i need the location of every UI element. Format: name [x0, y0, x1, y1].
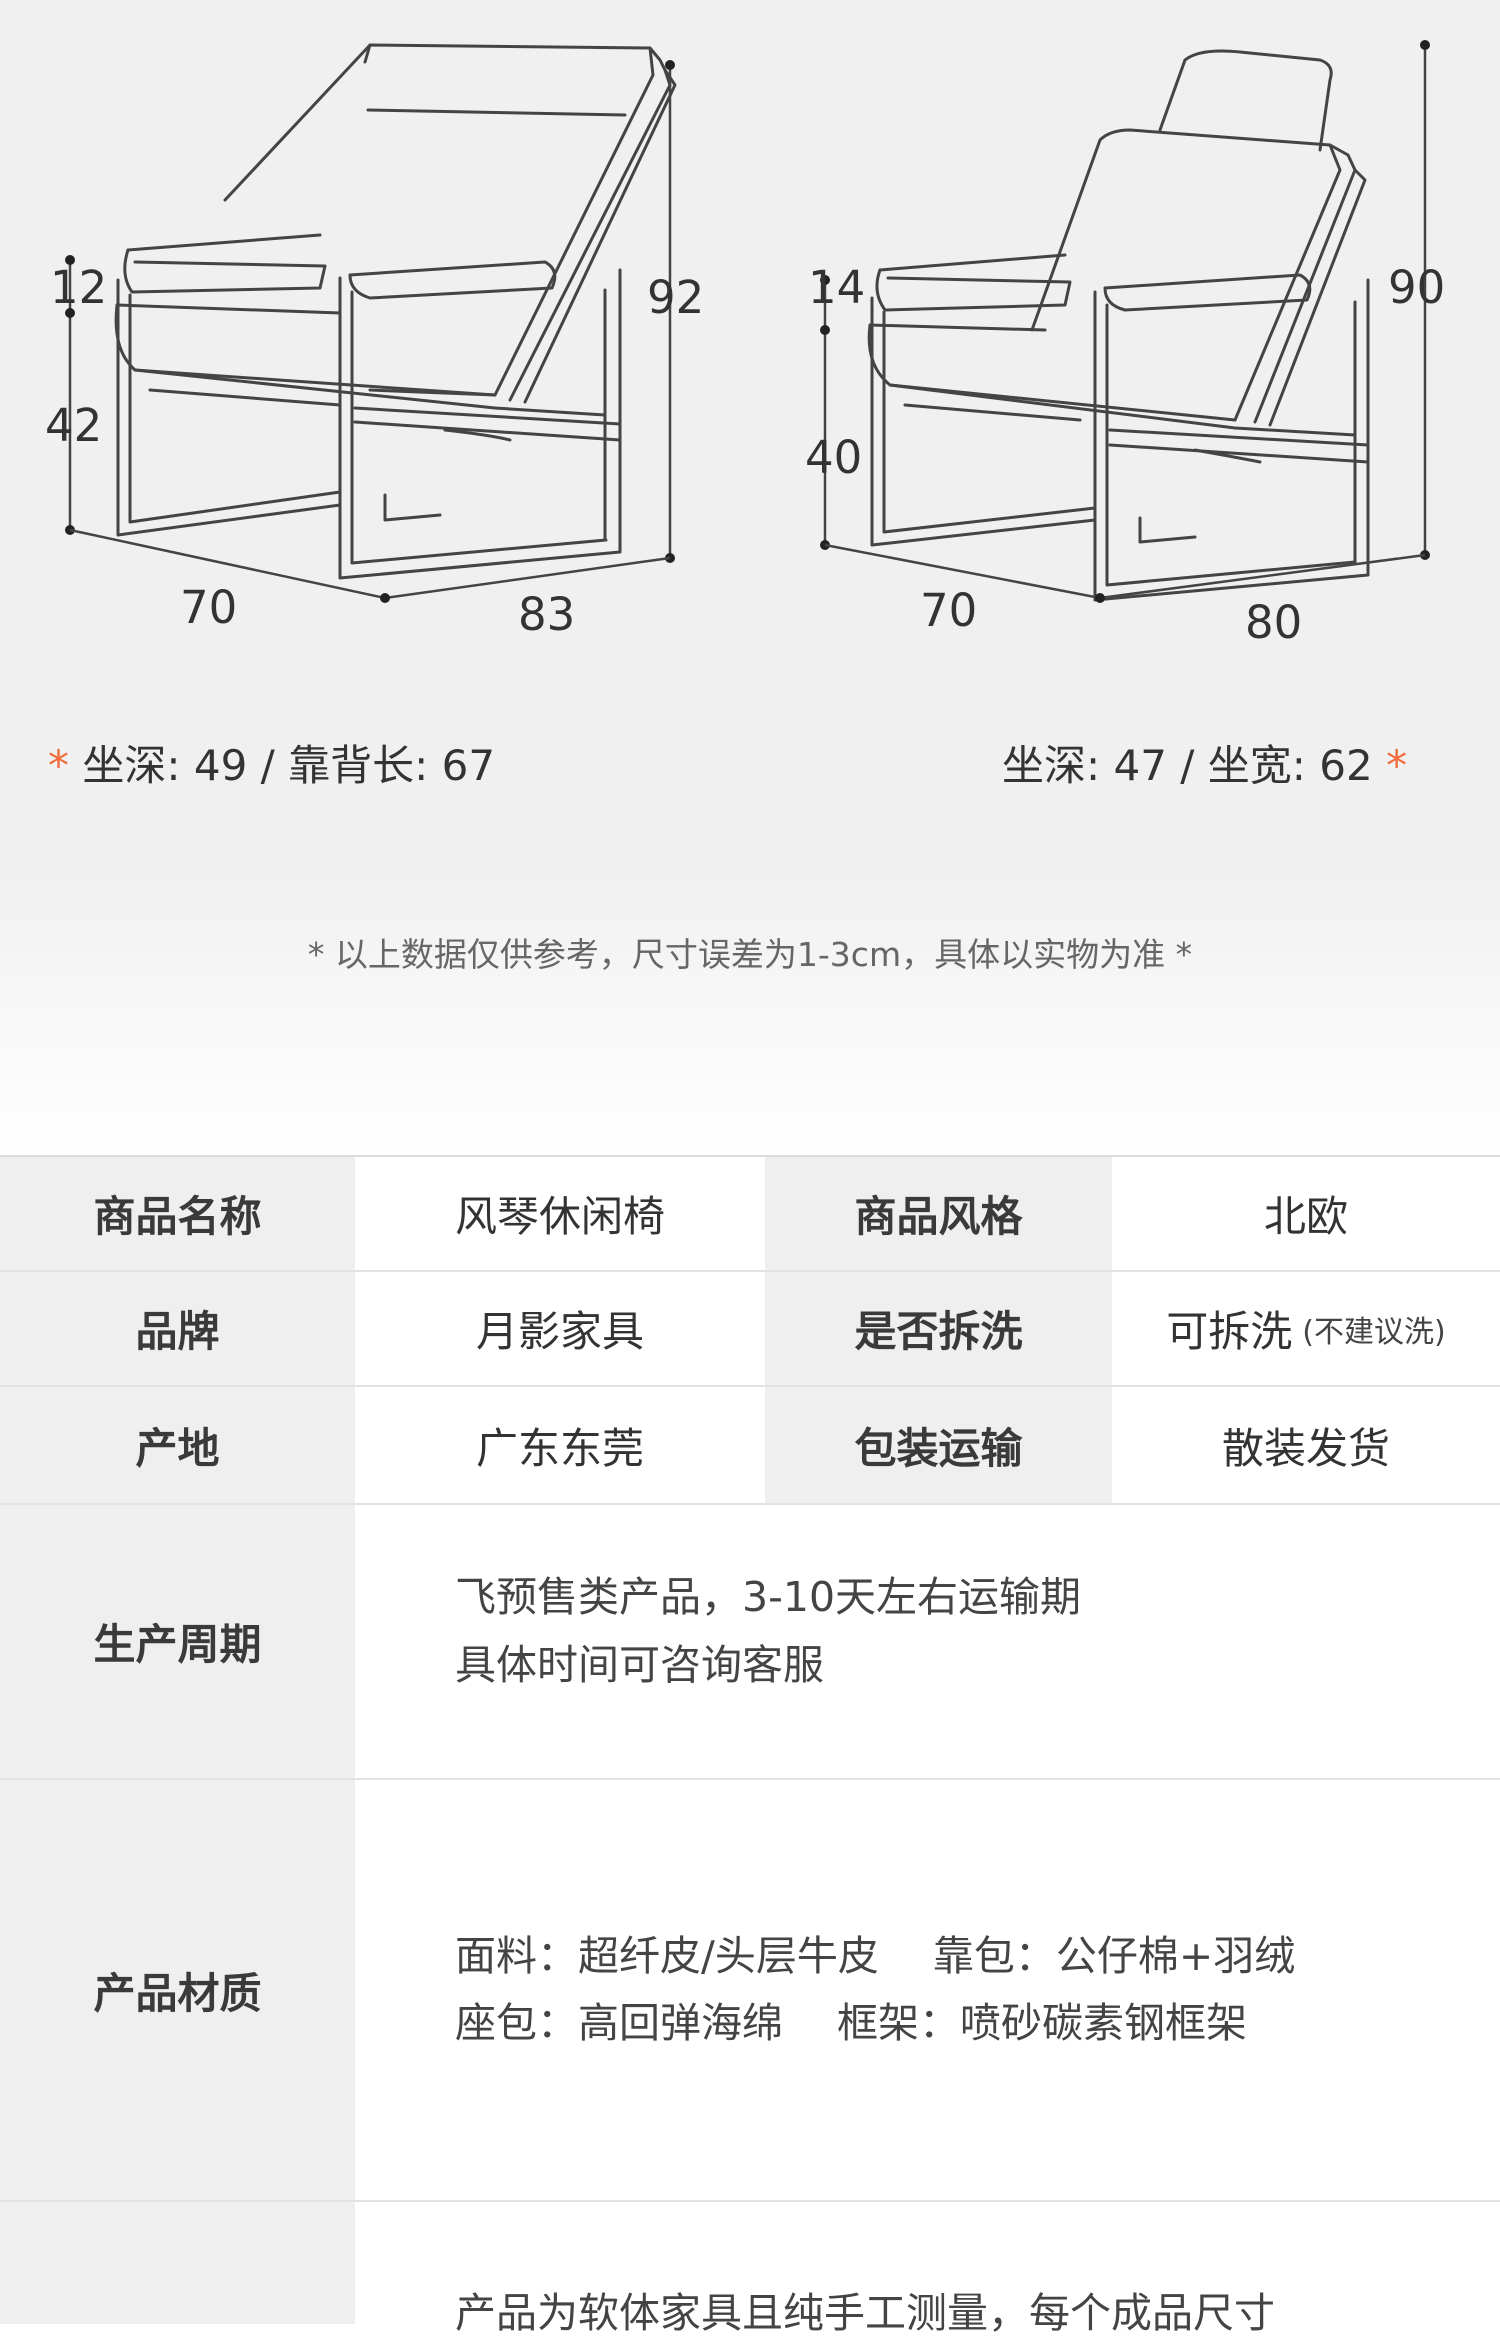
spec-brand-label: 品牌 [0, 1272, 355, 1387]
period-line-1: 飞预售类产品，3-10天左右运输期 [455, 1573, 1082, 1622]
spec-size-value: 产品为软体家具且纯手工测量，每个成品尺寸 [355, 2202, 1500, 2337]
left-width: 70 [180, 581, 238, 634]
period-line-2: 具体时间可咨询客服 [455, 1640, 824, 1689]
left-depth: 83 [518, 588, 576, 641]
spec-name-value: 风琴休闲椅 [355, 1157, 765, 1272]
right-depth: 80 [1245, 596, 1303, 649]
right-caption: 坐深: 47 / 坐宽: 62 * [1002, 745, 1407, 787]
left-caption-star: * [48, 741, 69, 790]
right-arm-height: 14 [808, 261, 866, 314]
washable-text: 可拆洗 [1166, 1307, 1293, 1356]
size-line-1: 产品为软体家具且纯手工测量，每个成品尺寸 [455, 2288, 1275, 2337]
left-arm-height: 12 [50, 261, 108, 314]
spec-brand-value: 月影家具 [355, 1272, 765, 1387]
spec-size-label [0, 2202, 355, 2324]
material-line-2: 座包：高回弹海绵 框架：喷砂碳素钢框架 [455, 1999, 1248, 2047]
spec-washable-label: 是否拆洗 [765, 1272, 1112, 1387]
spec-style-value: 北欧 [1112, 1157, 1500, 1272]
spec-shipping-label: 包装运输 [765, 1387, 1112, 1505]
left-caption-text: 坐深: 49 / 靠背长: 67 [82, 741, 496, 790]
spec-style-label: 商品风格 [765, 1157, 1112, 1272]
washable-note: (不建议洗) [1302, 1314, 1446, 1350]
spec-origin-value: 广东东莞 [355, 1387, 765, 1505]
right-seat-height: 40 [805, 431, 863, 484]
spec-washable-value: 可拆洗(不建议洗) [1112, 1272, 1500, 1387]
spec-table: 商品名称 风琴休闲椅 商品风格 北欧 品牌 月影家具 是否拆洗 可拆洗(不建议洗… [0, 1155, 1500, 2337]
right-caption-star: * [1386, 741, 1408, 790]
right-chair-drawing [820, 40, 1430, 603]
left-chair-drawing [65, 43, 677, 603]
spec-period-value: 飞预售类产品，3-10天左右运输期 具体时间可咨询客服 [355, 1505, 1500, 1780]
left-seat-height: 42 [45, 399, 103, 452]
disclaimer-note: * 以上数据仅供参考，尺寸误差为1-3cm，具体以实物为准 * [307, 935, 1193, 974]
dimension-section: 12 42 92 70 83 * 坐深: 49 / 靠背长: 67 [0, 0, 1500, 1155]
right-caption-text: 坐深: 47 / 坐宽: 62 [1002, 741, 1373, 790]
spec-shipping-value: 散装发货 [1112, 1387, 1500, 1505]
spec-period-label: 生产周期 [0, 1505, 355, 1780]
material-line-1: 面料：超纤皮/头层牛皮 靠包：公仔棉+羽绒 [455, 1931, 1296, 1980]
spec-material-value: 面料：超纤皮/头层牛皮 靠包：公仔棉+羽绒 座包：高回弹海绵 框架：喷砂碳素钢框… [355, 1780, 1500, 2202]
spec-origin-label: 产地 [0, 1387, 355, 1505]
spec-material-label: 产品材质 [0, 1780, 355, 2202]
right-total-height: 90 [1388, 261, 1446, 314]
right-width: 70 [920, 584, 978, 637]
left-total-height: 92 [647, 271, 705, 324]
spec-name-label: 商品名称 [0, 1157, 355, 1272]
left-caption: * 坐深: 49 / 靠背长: 67 [48, 745, 495, 787]
